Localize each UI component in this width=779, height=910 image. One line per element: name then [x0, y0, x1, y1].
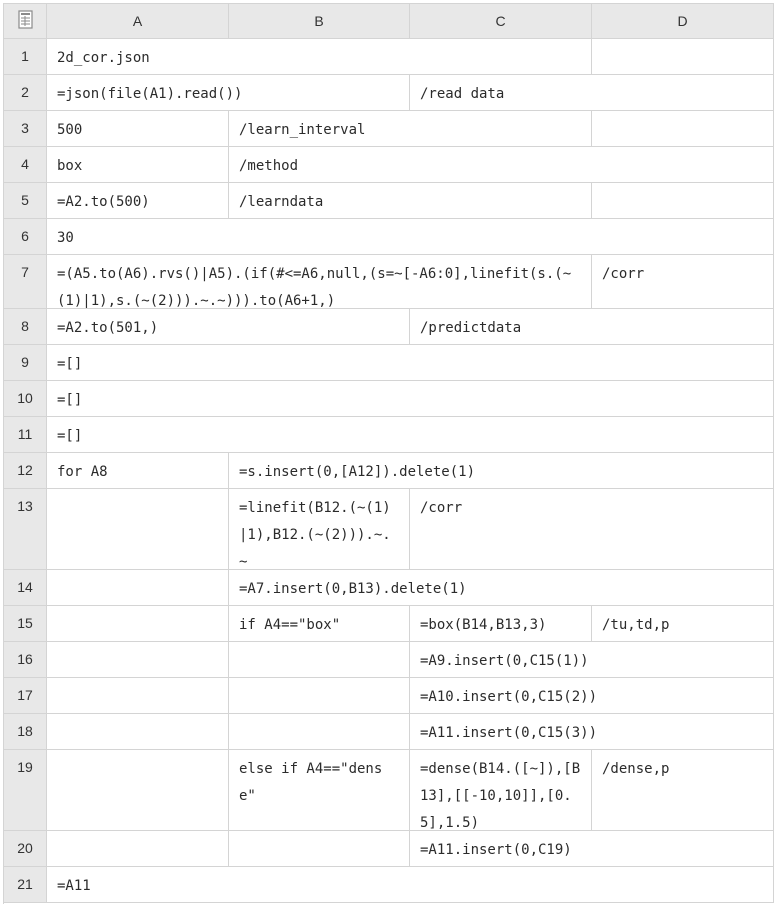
- cell-a21[interactable]: =A11: [47, 867, 774, 903]
- row-header-20[interactable]: 20: [4, 831, 47, 867]
- cell-a5[interactable]: =A2.to(500): [47, 183, 229, 219]
- row-header-6[interactable]: 6: [4, 219, 47, 255]
- cell-d19[interactable]: /dense,p: [592, 750, 774, 831]
- cell-a18[interactable]: [47, 714, 229, 750]
- cell-d7[interactable]: /corr: [592, 255, 774, 309]
- select-all-corner[interactable]: [4, 4, 47, 39]
- cell-b18[interactable]: [229, 714, 410, 750]
- cell-a3[interactable]: 500: [47, 111, 229, 147]
- cell-a16[interactable]: [47, 642, 229, 678]
- row-header-4[interactable]: 4: [4, 147, 47, 183]
- cell-a6[interactable]: 30: [47, 219, 774, 255]
- cell-c17[interactable]: =A10.insert(0,C15(2)): [410, 678, 774, 714]
- cell-b16[interactable]: [229, 642, 410, 678]
- row-header-12[interactable]: 12: [4, 453, 47, 489]
- row-header-2[interactable]: 2: [4, 75, 47, 111]
- row-header-11[interactable]: 11: [4, 417, 47, 453]
- cell-a1[interactable]: 2d_cor.json: [47, 39, 592, 75]
- row-header-15[interactable]: 15: [4, 606, 47, 642]
- cell-d3[interactable]: [592, 111, 774, 147]
- cell-b3[interactable]: /learn_interval: [229, 111, 592, 147]
- cell-a10[interactable]: =[]: [47, 381, 774, 417]
- cell-a11[interactable]: =[]: [47, 417, 774, 453]
- cell-c19[interactable]: =dense(B14.([~]),[B13],[[-10,10]],[0.5],…: [410, 750, 592, 831]
- cell-d5[interactable]: [592, 183, 774, 219]
- cell-b17[interactable]: [229, 678, 410, 714]
- row-header-3[interactable]: 3: [4, 111, 47, 147]
- row-header-1[interactable]: 1: [4, 39, 47, 75]
- row-header-10[interactable]: 10: [4, 381, 47, 417]
- cell-d15[interactable]: /tu,td,p: [592, 606, 774, 642]
- cell-c20[interactable]: =A11.insert(0,C19): [410, 831, 774, 867]
- cell-a14[interactable]: [47, 570, 229, 606]
- row-header-17[interactable]: 17: [4, 678, 47, 714]
- row-header-14[interactable]: 14: [4, 570, 47, 606]
- row-header-7[interactable]: 7: [4, 255, 47, 309]
- cell-b14[interactable]: =A7.insert(0,B13).delete(1): [229, 570, 774, 606]
- cell-a4[interactable]: box: [47, 147, 229, 183]
- cell-a20[interactable]: [47, 831, 229, 867]
- column-header-b[interactable]: B: [229, 4, 410, 39]
- cell-a19[interactable]: [47, 750, 229, 831]
- cell-b4[interactable]: /method: [229, 147, 774, 183]
- column-header-d[interactable]: D: [592, 4, 774, 39]
- row-header-16[interactable]: 16: [4, 642, 47, 678]
- cell-b20[interactable]: [229, 831, 410, 867]
- cell-b15[interactable]: if A4=="box": [229, 606, 410, 642]
- cell-d1[interactable]: [592, 39, 774, 75]
- row-header-21[interactable]: 21: [4, 867, 47, 903]
- row-header-13[interactable]: 13: [4, 489, 47, 570]
- cell-b19[interactable]: else if A4=="dense": [229, 750, 410, 831]
- cell-b13[interactable]: =linefit(B12.(~(1)|1),B12.(~(2))).~.~: [229, 489, 410, 570]
- cell-c2[interactable]: /read data: [410, 75, 774, 111]
- column-header-c[interactable]: C: [410, 4, 592, 39]
- cell-c18[interactable]: =A11.insert(0,C15(3)): [410, 714, 774, 750]
- row-header-5[interactable]: 5: [4, 183, 47, 219]
- cell-a9[interactable]: =[]: [47, 345, 774, 381]
- cell-a8[interactable]: =A2.to(501,): [47, 309, 410, 345]
- cell-b5[interactable]: /learndata: [229, 183, 592, 219]
- cell-a17[interactable]: [47, 678, 229, 714]
- cell-c13[interactable]: /corr: [410, 489, 774, 570]
- row-header-8[interactable]: 8: [4, 309, 47, 345]
- row-header-9[interactable]: 9: [4, 345, 47, 381]
- cell-a2[interactable]: =json(file(A1).read()): [47, 75, 410, 111]
- cell-a7[interactable]: =(A5.to(A6).rvs()|A5).(if(#<=A6,null,(s=…: [47, 255, 592, 309]
- cell-a12[interactable]: for A8: [47, 453, 229, 489]
- cell-b12[interactable]: =s.insert(0,[A12]).delete(1): [229, 453, 774, 489]
- cell-a13[interactable]: [47, 489, 229, 570]
- cell-a15[interactable]: [47, 606, 229, 642]
- column-header-a[interactable]: A: [47, 4, 229, 39]
- cell-c16[interactable]: =A9.insert(0,C15(1)): [410, 642, 774, 678]
- row-header-19[interactable]: 19: [4, 750, 47, 831]
- cell-c15[interactable]: =box(B14,B13,3): [410, 606, 592, 642]
- sheet-icon: [18, 10, 33, 29]
- cell-c8[interactable]: /predictdata: [410, 309, 774, 345]
- row-header-18[interactable]: 18: [4, 714, 47, 750]
